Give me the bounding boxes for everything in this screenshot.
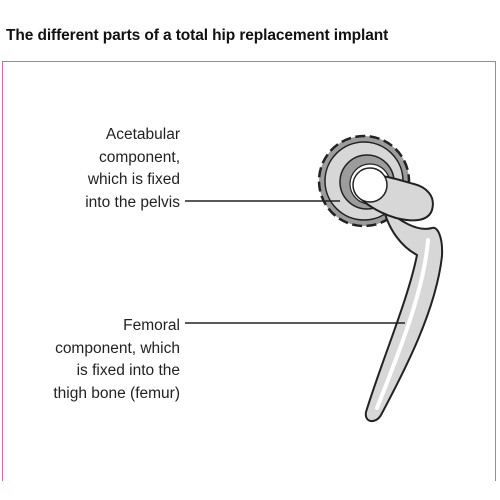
- acetabular-component-label: Acetabular component, which is fixed int…: [85, 124, 180, 214]
- femoral-stem-highlight: [375, 238, 430, 410]
- acetabular-label-line: Acetabular: [105, 126, 180, 143]
- acetabular-label-line: component,: [99, 148, 180, 166]
- femoral-label-line: thigh bone (femur): [53, 384, 180, 402]
- femoral-label-line: is fixed into the: [76, 362, 180, 379]
- femoral-label-line: Femoral: [123, 317, 180, 334]
- acetabular-label-line: which is fixed: [87, 171, 180, 188]
- femoral-label-line: component, which: [55, 339, 180, 357]
- femoral-head: [352, 167, 388, 203]
- acetabular-label-line: into the pelvis: [85, 193, 180, 211]
- femoral-component-label: Femoral component, which is fixed into t…: [53, 315, 180, 405]
- diagram-frame: [2, 61, 496, 481]
- femoral-stem: [364, 205, 444, 422]
- page-title: The different parts of a total hip repla…: [6, 27, 389, 44]
